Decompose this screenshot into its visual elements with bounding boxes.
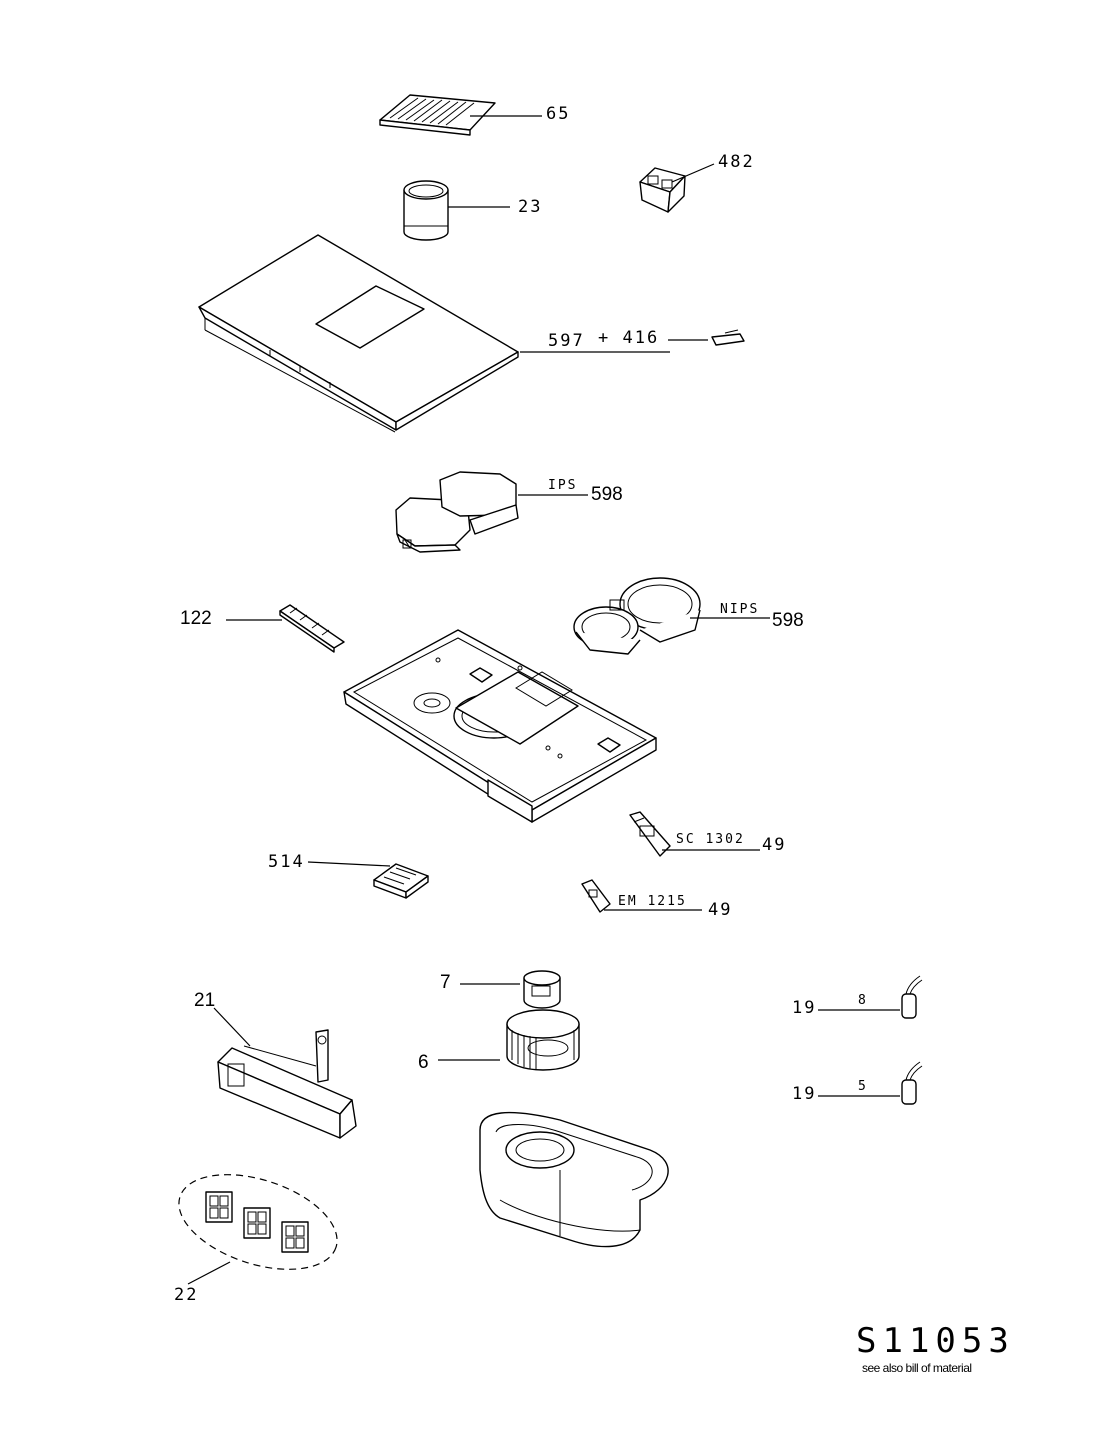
part-19-capacitor-a bbox=[901, 975, 923, 1019]
part-514-module bbox=[373, 863, 429, 899]
label-482: 482 bbox=[718, 152, 755, 172]
label-598-ips: 598 bbox=[591, 484, 623, 505]
part-19-capacitor-b bbox=[901, 1061, 923, 1105]
part-frame-tray bbox=[343, 629, 657, 823]
label-416: + 416 bbox=[598, 328, 659, 348]
label-514: 514 bbox=[268, 852, 305, 872]
drawing-code: S11053 bbox=[856, 1321, 1015, 1361]
label-cap-5: 5 bbox=[858, 1079, 868, 1094]
label-597: 597 bbox=[548, 331, 585, 351]
label-65: 65 bbox=[546, 104, 570, 124]
part-7-motor bbox=[523, 970, 561, 1009]
label-122: 122 bbox=[180, 608, 212, 629]
label-49-em: 49 bbox=[708, 900, 732, 920]
label-22: 22 bbox=[174, 1285, 198, 1305]
part-598-ips-coils bbox=[395, 471, 519, 553]
label-sc1302: SC 1302 bbox=[676, 832, 745, 847]
label-nips: NIPS bbox=[720, 602, 759, 617]
part-22-connectors bbox=[178, 1174, 338, 1270]
label-21: 21 bbox=[194, 990, 215, 1011]
part-416-clip bbox=[711, 329, 745, 346]
label-23: 23 bbox=[518, 197, 542, 217]
part-6-fan-wheel bbox=[506, 1009, 580, 1071]
bill-of-material-note: see also bill of material bbox=[862, 1361, 972, 1375]
part-598-nips-coils bbox=[573, 577, 701, 655]
label-19-a: 19 bbox=[792, 998, 816, 1018]
label-em1215: EM 1215 bbox=[618, 894, 687, 909]
label-cap-8: 8 bbox=[858, 993, 868, 1008]
part-482-bracket bbox=[639, 167, 686, 213]
part-597-cooktop bbox=[198, 234, 519, 433]
label-598-nips: 598 bbox=[772, 610, 804, 631]
part-49-sc1302-board bbox=[629, 811, 671, 857]
label-7: 7 bbox=[440, 972, 451, 993]
label-19-b: 19 bbox=[792, 1084, 816, 1104]
part-21-duct bbox=[217, 1029, 357, 1139]
label-ips: IPS bbox=[548, 478, 577, 493]
part-65-grate bbox=[379, 94, 496, 136]
label-6: 6 bbox=[418, 1052, 429, 1073]
part-122-control-strip bbox=[279, 604, 345, 653]
label-49-sc: 49 bbox=[762, 835, 786, 855]
part-23-cylinder bbox=[403, 180, 449, 241]
part-fan-housing bbox=[479, 1111, 669, 1248]
part-49-em1215-board bbox=[581, 879, 611, 913]
